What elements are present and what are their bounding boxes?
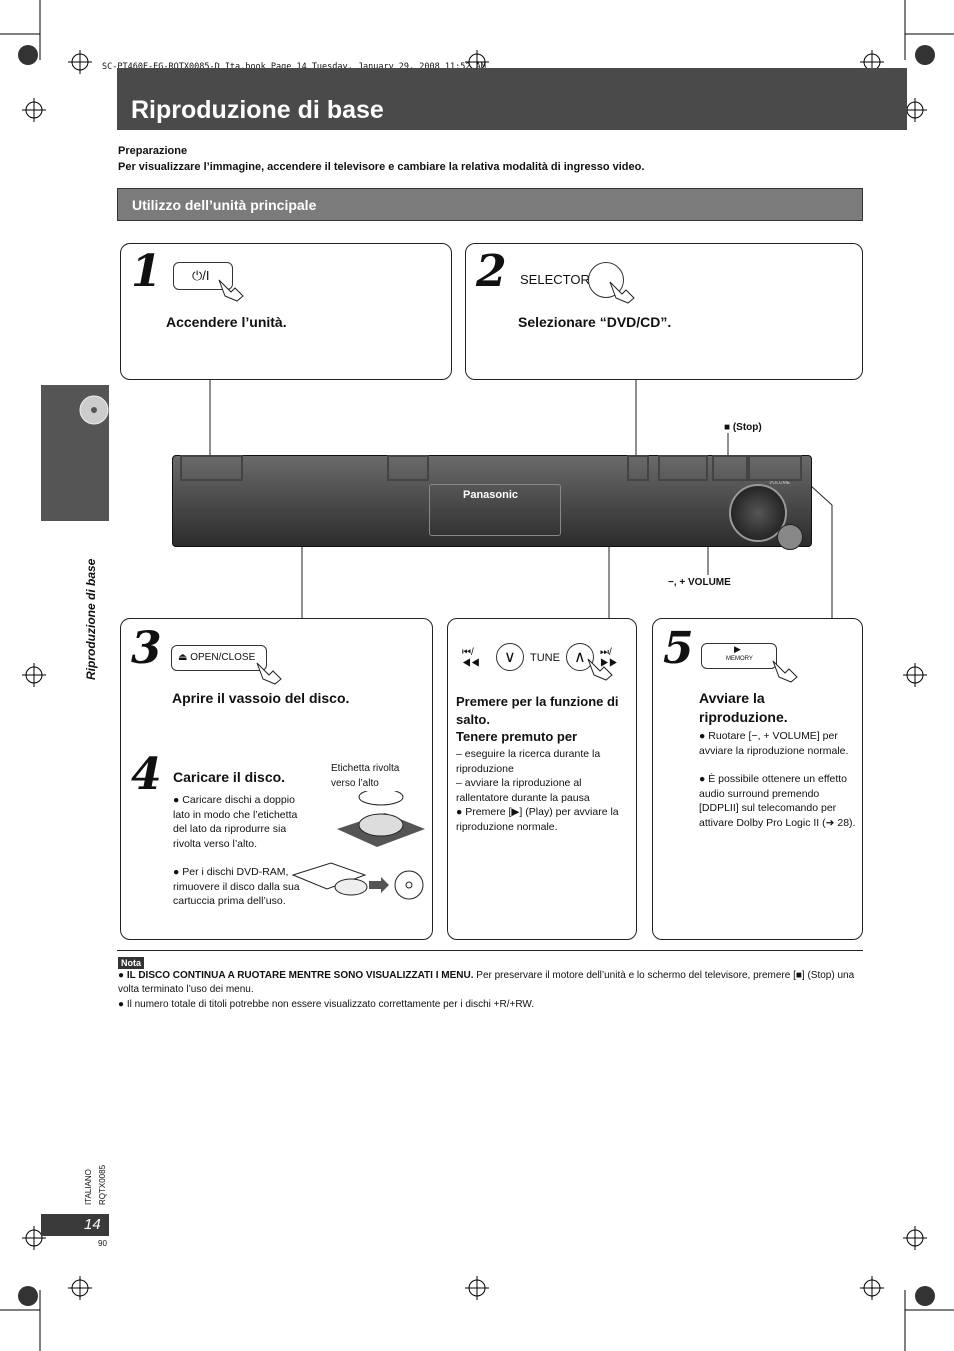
next-button-label[interactable]: ⏭/▶▶ — [600, 647, 618, 669]
step-2-number: 2 — [476, 246, 507, 297]
step-2-box: 2 SELECTOR Selezionare “DVD/CD”. — [465, 243, 863, 380]
preparation-heading: Preparazione — [118, 145, 188, 157]
step-4-bullet-1: ● Caricare dischi a doppio lato in modo … — [173, 794, 298, 850]
step-5-bullet-1-text: Ruotare [−, + VOLUME] per avviare la rip… — [699, 730, 849, 757]
step-2-label: Selezionare “DVD/CD”. — [518, 314, 672, 330]
down-button[interactable]: ∨ — [496, 643, 524, 671]
stop-button[interactable] — [712, 455, 748, 481]
step-4-number: 4 — [131, 749, 162, 800]
headphone-jack[interactable] — [777, 524, 803, 550]
label-note: Etichetta rivolta verso l’alto — [331, 763, 400, 789]
page-number: 14 — [84, 1216, 101, 1233]
step-1-label: Accendere l’unità. — [166, 314, 287, 330]
step-4-bullet-2-text: Per i dischi DVD-RAM, rimuovere il disco… — [173, 866, 300, 907]
step-5-bullet-1: ● Ruotare [−, + VOLUME] per avviare la r… — [699, 730, 849, 757]
tune-label: TUNE — [530, 652, 560, 664]
disc-loading-illustration — [337, 791, 425, 847]
side-tab — [41, 385, 109, 521]
skip-box: ⏮/◀◀ ∨ TUNE ∧ ⏭/▶▶ Premere per la funzio… — [447, 618, 637, 940]
step-3-4-box: 3 ⏏ OPEN/CLOSE Aprire il vassoio del dis… — [120, 618, 433, 940]
step-4-label: Caricare il disco. — [173, 769, 286, 785]
power-button-label: ⏻/I — [192, 268, 210, 283]
button-highlight[interactable] — [627, 455, 649, 481]
step-5-bullet-2-text: È possibile ottenere un effetto audio su… — [699, 773, 856, 829]
nota-tag: Nota — [118, 957, 144, 969]
step-5-box: 5 ▶ MEMORY Avviare la riproduzione. ● Ru… — [652, 618, 863, 940]
step-1-box: 1 ⏻/I Accendere l’unità. — [120, 243, 452, 380]
skip-item-2: – avviare la riproduzione al rallentator… — [456, 777, 590, 804]
open-close-label: ⏏ OPEN/CLOSE — [178, 652, 256, 663]
file-header: SC-PT460E-EG-RQTX0085-D_Ita.book Page 14… — [102, 62, 486, 72]
skip-bullet-text: Premere [▶] (Play) per avviare la riprod… — [456, 806, 619, 833]
hand-icon — [587, 658, 613, 681]
skip-label-1: Premere per la funzione di salto. — [456, 694, 619, 727]
skip-label-2: Tenere premuto per — [456, 729, 578, 744]
disc-icon — [79, 395, 109, 425]
hand-icon — [218, 279, 244, 302]
volume-small-label: VOLUME — [769, 480, 791, 486]
footer-language: ITALIANO — [84, 1169, 93, 1205]
button-highlight[interactable] — [180, 455, 243, 481]
disc-tray — [429, 484, 561, 536]
hand-icon — [609, 281, 635, 304]
step-1-number: 1 — [131, 246, 162, 297]
hand-icon — [256, 662, 282, 685]
nota-line-1-rest: Per preservare il motore dell’unità e lo… — [118, 970, 855, 995]
device-front-panel: Panasonic VOLUME — [172, 455, 812, 550]
button-highlight[interactable] — [748, 455, 802, 481]
step-4-bullet-2: ● Per i dischi DVD-RAM, rimuovere il dis… — [173, 866, 300, 907]
hand-icon — [772, 660, 798, 683]
divider — [117, 950, 863, 951]
nota-line-1: ● IL DISCO CONTINUA A RUOTARE MENTRE SON… — [118, 970, 855, 995]
step-5-number: 5 — [663, 623, 694, 674]
page-number-box: 14 — [41, 1214, 109, 1236]
volume-label: −, + VOLUME — [668, 577, 731, 588]
selector-label: SELECTOR — [520, 272, 590, 287]
page-title-bar: Riproduzione di base — [117, 68, 907, 130]
dvd-ram-illustration — [291, 862, 424, 900]
section-title: Utilizzo dell’unità principale — [132, 197, 317, 213]
skip-bullet: ● Premere [▶] (Play) per avviare la ripr… — [456, 806, 619, 833]
footer-code: RQTX0085 — [98, 1164, 107, 1205]
nota-line-1-bold: IL DISCO CONTINUA A RUOTARE MENTRE SONO … — [126, 970, 474, 981]
button-highlight[interactable] — [387, 455, 429, 481]
brand-logo: Panasonic — [463, 489, 519, 501]
nota-line-2-text: Il numero totale di titoli potrebbe non … — [126, 999, 535, 1010]
prev-button-label[interactable]: ⏮/◀◀ — [462, 647, 480, 669]
stop-label: ■ (Stop) — [724, 422, 762, 433]
play-memory-button[interactable]: ▶ MEMORY — [701, 643, 777, 669]
preparation-text: Per visualizzare l’immagine, accendere i… — [118, 161, 645, 173]
up-button[interactable]: ∧ — [566, 643, 594, 671]
button-highlight[interactable] — [658, 455, 708, 481]
step-3-label: Aprire il vassoio del disco. — [172, 690, 350, 706]
skip-item-1: – eseguire la ricerca durante la riprodu… — [456, 748, 601, 775]
nota-line-2: ● Il numero totale di titoli potrebbe no… — [118, 999, 535, 1010]
page-title: Riproduzione di base — [131, 96, 384, 124]
step-5-bullet-2: ● È possibile ottenere un effetto audio … — [699, 773, 856, 829]
open-close-button[interactable]: ⏏ OPEN/CLOSE — [171, 645, 267, 671]
preparation: Preparazione Per visualizzare l’immagine… — [118, 143, 644, 175]
step-5-label: Avviare la riproduzione. — [699, 690, 788, 725]
step-4-bullet-1-text: Caricare dischi a doppio lato in modo ch… — [173, 794, 298, 850]
step-3-number: 3 — [131, 623, 162, 674]
sheet-number: 90 — [98, 1239, 107, 1248]
section-title-bar: Utilizzo dell’unità principale — [117, 188, 863, 221]
play-icon: ▶ — [734, 644, 741, 654]
memory-label: MEMORY — [726, 656, 753, 662]
